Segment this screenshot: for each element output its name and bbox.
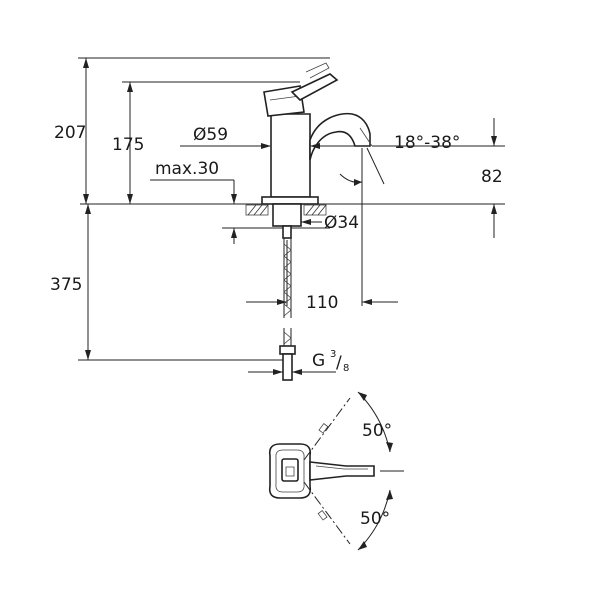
hose-braid [283,243,292,317]
hose-connector [282,353,293,381]
dim-g38-g: G [312,351,325,371]
mounting-stud [282,225,292,239]
dim-110-arrow-left [277,299,287,305]
dim-82-arrow-top [491,136,497,146]
dim-110-label: 110 [306,293,338,313]
dim-max30-arrow-bottom [231,228,237,238]
hose-lower-braid [283,331,292,345]
lever-angle-bottom-label: 50° [360,509,390,529]
angle-arc-top-arrow-start [358,392,367,401]
dim-207-arrow-bottom [83,194,89,204]
dim-175-arrow-bottom [127,194,133,204]
mounting-section [245,203,327,239]
dim-g38-arrow-left [273,369,283,375]
dim-34-arrow [301,219,311,225]
spout-outlet [359,127,373,147]
counter-hatch-right [303,204,327,216]
lever-rotation-top-ghost [318,423,329,434]
lever-ghost [305,62,330,79]
dim-207-arrow-top [83,58,89,68]
angle-arc-bottom-arrow-end [358,541,367,550]
supply-hose [279,238,296,381]
dim-59-label: Ø59 [193,125,228,145]
top-view-cartridge-inner [285,466,295,477]
hose-fitting [279,345,296,355]
dim-375-label: 375 [50,275,82,295]
faucet-body [270,113,311,198]
top-view-lever-detail [315,465,368,470]
dim-110-arrow-right [362,299,372,305]
lever-rotation-bottom-ghost [317,510,328,521]
dim-175-label: 175 [112,135,144,155]
dim-g38-arrow-right [292,369,302,375]
dim-175-arrow-top [127,82,133,92]
dim-82-arrow-bottom [491,204,497,214]
top-view-lever [309,461,375,481]
spout-angle-line [366,147,385,185]
faucet-spout [309,112,371,161]
lever-rotation-top-line [303,397,351,461]
top-view-cartridge [281,458,299,482]
dim-207-label: 207 [54,123,86,143]
spout-angle-arrow [354,179,362,186]
dim-max30-arrow-top [231,194,237,204]
angle-arc-bottom-arrow-start [386,490,393,500]
spout-angle-label: 18°-38° [394,133,460,153]
dim-59-arrow-left [261,143,271,149]
faucet-side-view [261,62,373,205]
top-view-body-inner [275,449,305,493]
dim-82-label: 82 [481,167,503,187]
dim-g38-numerator: 3 [330,349,336,360]
lever-handle [290,73,339,101]
lever-rotation-bottom-line [303,481,351,545]
dim-375-arrow-top [85,204,91,214]
lever-base-detail [269,95,301,101]
dim-59-arrow-right [310,143,320,149]
dim-g38-denominator: 8 [343,363,349,374]
dim-34-label: Ø34 [324,213,359,233]
counter-hatch-left [245,204,269,216]
faucet-top-view [268,443,404,499]
angle-arc-top-arrow-end [386,442,393,452]
mounting-nut [272,203,302,227]
dim-375-arrow-bottom [85,350,91,360]
lever-angle-top-label: 50° [362,421,392,441]
faucet-base-plate [261,196,319,205]
dim-max30-label: max.30 [155,159,219,179]
dim-g38-slash: / [336,353,342,373]
